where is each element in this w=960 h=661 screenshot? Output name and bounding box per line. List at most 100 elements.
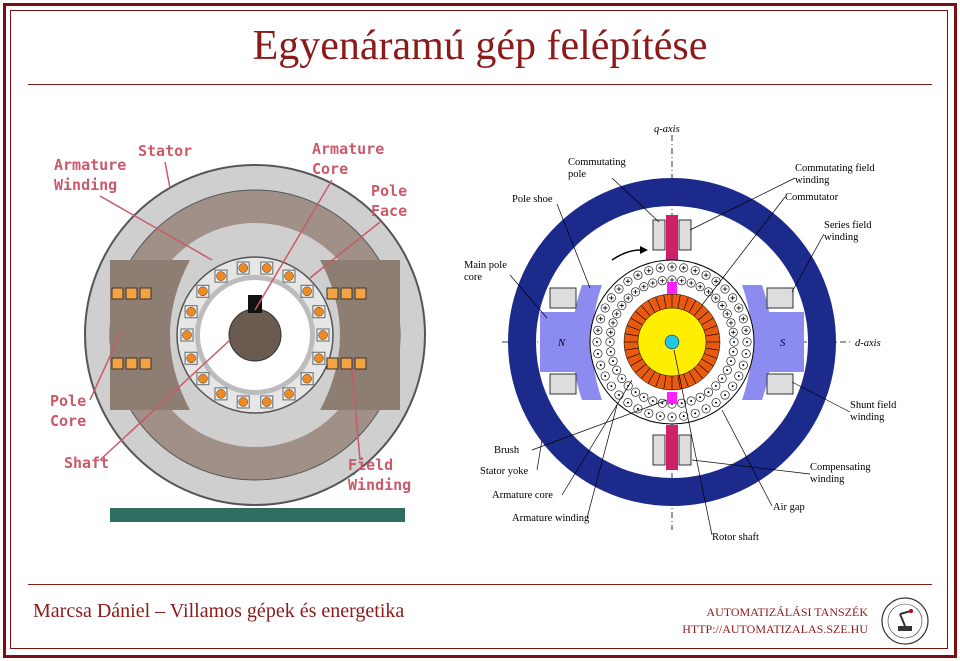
label-armature-winding-2: Winding	[54, 176, 117, 194]
conductor-dot-mark	[599, 364, 602, 367]
armature-slots	[180, 261, 330, 409]
label-commutating-pole-1: Commutating	[568, 157, 627, 168]
label-shunt-field-winding-1: Shunt field	[850, 400, 897, 411]
label-pole-face-1: Pole	[371, 182, 407, 200]
label-q-axis: q-axis	[654, 124, 680, 135]
conductor-dot-mark	[634, 391, 637, 394]
conductor-plus-mark	[719, 303, 725, 308]
commutator-segment-line	[624, 333, 639, 337]
commutator-segment-line	[703, 325, 718, 331]
conductor-plus-mark	[713, 279, 719, 284]
conductor-dot-mark	[615, 369, 618, 372]
conductor-plus-mark	[633, 289, 638, 295]
commutator-segment-line	[635, 363, 647, 374]
label-pole-face-2: Face	[371, 202, 407, 220]
armature-conductor	[318, 330, 328, 340]
conductor-dot-mark	[651, 399, 654, 402]
conductor-plus-mark	[602, 305, 608, 311]
conductor-dot-mark	[626, 401, 629, 404]
commutator-segment-line	[701, 358, 714, 367]
label-shaft: Shaft	[64, 454, 109, 472]
conductor-plus-mark	[650, 280, 656, 286]
label-commutating-pole-2: pole	[568, 169, 586, 180]
department-logo-icon	[881, 597, 929, 645]
commutator-segment-line	[705, 347, 720, 351]
right-leader-lines	[509, 177, 851, 536]
commutator-segment-line	[677, 375, 681, 390]
field-winding-boxes	[549, 287, 794, 395]
label-pole-shoe: Pole shoe	[512, 194, 553, 205]
conductor-dot-mark	[671, 416, 673, 418]
commutator-segment-line	[663, 375, 667, 390]
conductor-dot-mark	[609, 350, 612, 353]
footer-department: AUTOMATIZÁLÁSI TANSZÉK	[706, 605, 868, 619]
motor-shaft	[228, 308, 282, 362]
conductor-dot-mark	[724, 394, 727, 397]
commutator-segment-line	[655, 373, 661, 388]
label-armature-core-2: Core	[312, 160, 348, 178]
label-field-winding-2: Winding	[348, 476, 411, 494]
conductor-dot-mark	[609, 341, 611, 343]
conductor-dot-mark	[707, 391, 710, 394]
footer-author-course: Marcsa Dániel – Villamos gépek és energe…	[33, 600, 405, 622]
conductor-plus-mark	[681, 265, 686, 271]
conductor-plus-mark	[725, 311, 730, 317]
conductor-dot-mark	[647, 412, 650, 415]
armature-conductor	[302, 286, 312, 297]
conductor-dot-mark	[745, 352, 748, 355]
footer-url-link[interactable]: HTTP://AUTOMATIZALAS.SZE.HU	[682, 622, 868, 636]
conductor-dot-mark	[731, 385, 734, 388]
label-main-pole-core-2: core	[464, 272, 482, 283]
armature-conductor	[182, 330, 192, 340]
label-rotor-shaft: Rotor shaft	[712, 532, 759, 543]
conductor-plus-mark	[730, 295, 735, 301]
footer-divider	[28, 584, 932, 585]
commutator-segment-line	[697, 363, 709, 374]
brush-bottom	[667, 392, 677, 404]
conductor-plus-mark	[692, 268, 698, 273]
commutator-segment-line	[693, 367, 704, 379]
conductor-dot-mark	[705, 407, 708, 410]
conductor-plus-mark	[669, 277, 675, 283]
label-pole-core-2: Core	[50, 412, 86, 430]
conductor-dot-mark	[714, 384, 717, 387]
conductor-plus-mark	[608, 330, 613, 335]
title-divider	[28, 84, 932, 85]
conductor-dot-mark	[604, 375, 607, 378]
brush-top	[667, 282, 677, 294]
commutator-segment-line	[697, 310, 709, 321]
conductor-dot-mark	[690, 399, 693, 402]
armature-conductor	[262, 263, 272, 273]
conductor-dot-mark	[642, 396, 645, 399]
conductor-plus-mark	[609, 295, 614, 301]
commutator-segment-line	[640, 367, 651, 379]
conductor-dot-mark	[682, 415, 685, 418]
conductor-plus-mark	[619, 303, 625, 308]
label-compensating-winding-1: Compensating	[810, 462, 871, 473]
label-north: N	[557, 338, 566, 349]
commutator-segment-line	[626, 353, 641, 359]
conductor-plus-mark	[731, 330, 736, 335]
commutator-segment-line	[683, 296, 689, 311]
conductor-dot-mark	[737, 375, 740, 378]
commutator-segments	[624, 294, 720, 390]
conductor-plus-mark	[688, 280, 694, 286]
armature-conductor	[314, 306, 324, 317]
conductor-plus-mark	[646, 268, 652, 273]
commutating-pole-top	[652, 215, 692, 260]
commutator-segment-line	[663, 294, 667, 309]
label-compensating-winding-2: winding	[810, 474, 845, 485]
label-main-pole-core-1: Main pole	[464, 260, 507, 271]
label-stator-yoke: Stator yoke	[480, 466, 528, 477]
conductor-dot-mark	[661, 402, 664, 405]
right-motor-diagram: q-axis d-axis Commutating pole Commutati…	[464, 124, 897, 543]
label-stator: Stator	[138, 142, 192, 160]
commutator-segment-line	[705, 333, 720, 337]
main-pole-south	[742, 285, 804, 400]
outer-frame	[3, 3, 957, 658]
armature-conductor	[238, 397, 248, 407]
slide-title: Egyenáramú gép felépítése	[252, 23, 708, 69]
armature-conductor	[284, 271, 294, 281]
armature-conductor	[314, 353, 324, 364]
label-armature-core: Armature core	[492, 490, 553, 501]
